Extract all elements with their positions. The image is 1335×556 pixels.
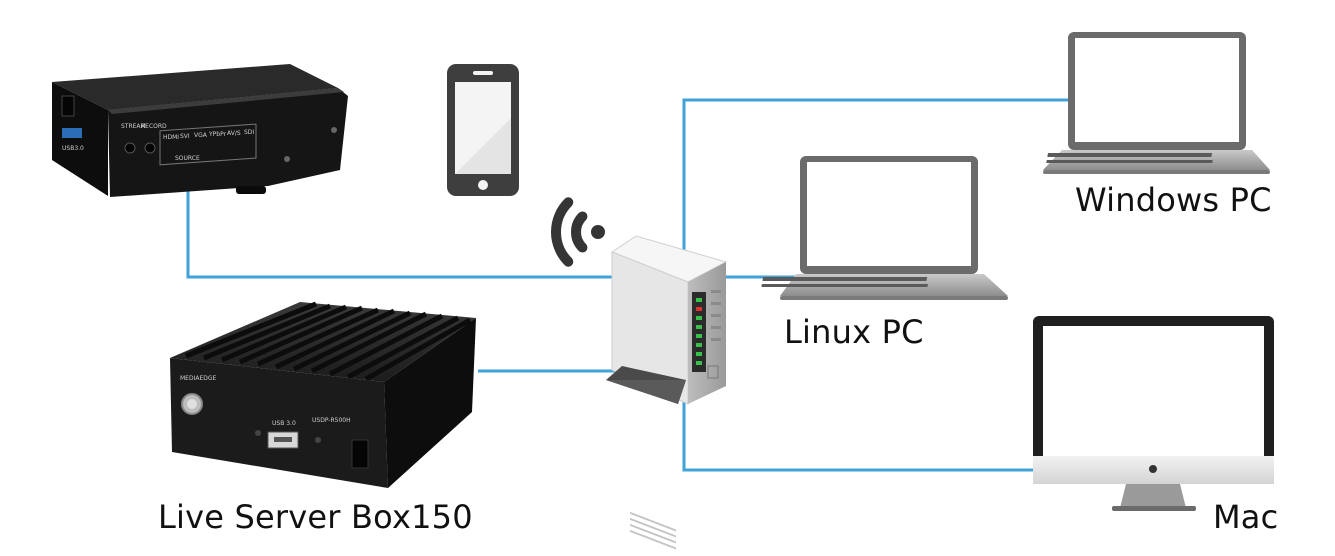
windows-pc-label: Windows PC [1075,181,1272,219]
smartphone-device [447,64,519,196]
wifi-icon [551,197,605,267]
input-label: SVI [180,133,190,140]
mac-label: Mac [1213,498,1279,536]
stream-button-icon [124,142,136,154]
live-server-box150: MEDIAEDGE USDP-R500H USB 3.0 [170,301,476,488]
line-router-to-mac [682,398,1038,472]
connection-lines [186,98,1068,472]
input-label: HDMI [163,134,179,141]
encoder-usb-label: USB3.0 [62,145,84,152]
router-device [606,235,728,550]
record-button-icon [144,142,156,154]
encoder-input-labels: HDMI SVI VGA YPbPr AV/S SDI [163,129,254,141]
input-label: VGA [194,132,208,139]
input-label: YPbPr [208,131,227,138]
encoder-source-label: SOURCE [175,155,200,162]
server-usb-label: USB 3.0 [272,420,296,427]
router-vent-icon [630,511,676,550]
windows-pc-laptop [1043,32,1270,174]
live-encoder-device: USB3.0 STREAM RECORD SOURCE HDMI SVI VGA… [52,64,348,197]
live-server-label: Live Server Box150 [158,498,473,536]
mac-desktop [1033,316,1274,511]
usb-port-icon [62,128,82,138]
router-status-leds [696,298,702,365]
input-label: SDI [244,129,254,136]
server-model-label: USDP-R500H [312,417,351,424]
power-switch-icon [61,95,75,117]
line-router-to-windows-pc [682,98,1068,252]
heatsink-fins [185,301,472,382]
encoder-stream-label: STREAM [121,123,146,130]
line-encoder-to-router [186,186,625,279]
server-brand-label: MEDIAEDGE [180,375,217,382]
encoder-record-label: RECORD [141,123,167,130]
input-label: AV/S [227,130,241,137]
linux-pc-laptop [761,156,1008,300]
linux-pc-label: Linux PC [784,313,924,351]
